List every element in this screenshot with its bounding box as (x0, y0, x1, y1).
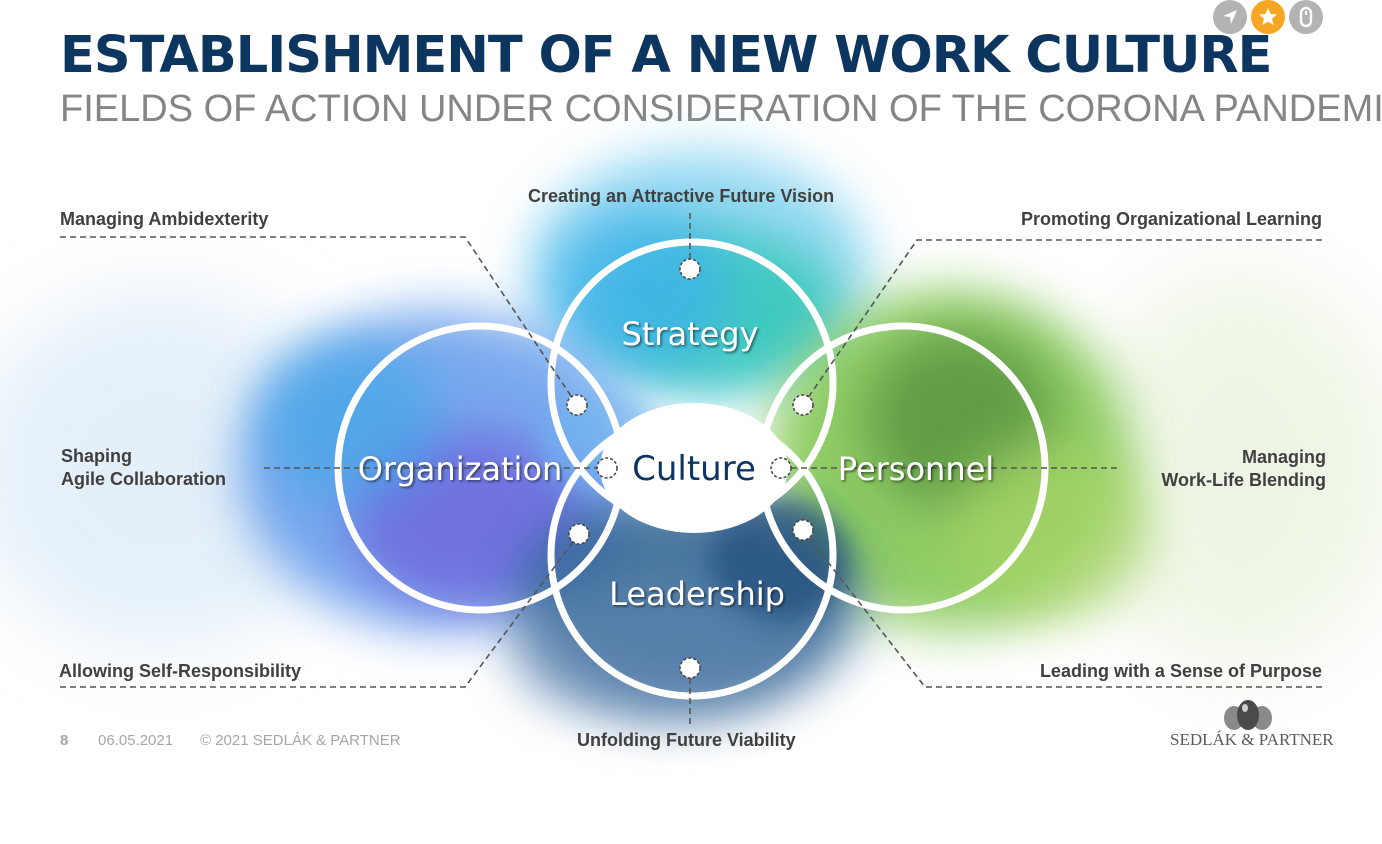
field-work-life-blending-line1: Managing (1242, 447, 1326, 467)
personnel-label: Personnel (838, 450, 994, 488)
leadership-label: Leadership (609, 575, 785, 613)
field-future-viability: Unfolding Future Viability (577, 730, 796, 750)
marker-top-right (792, 394, 814, 416)
culture-core (600, 403, 788, 533)
strategy-circle (547, 238, 837, 528)
slide-subtitle: FIELDS OF ACTION UNDER CONSIDERATION OF … (60, 88, 1382, 130)
field-markers (566, 258, 814, 679)
marker-right (770, 457, 792, 479)
field-agile-collaboration: Shaping Agile Collaboration (61, 445, 226, 491)
star-icon[interactable] (1251, 0, 1285, 34)
strategy-label: Strategy (621, 315, 758, 353)
field-sense-of-purpose: Leading with a Sense of Purpose (1039, 661, 1322, 681)
marker-bottom (679, 657, 701, 679)
culture-label: Culture (632, 449, 756, 489)
watercolor-background (0, 150, 1382, 720)
circle-outlines (334, 238, 1049, 700)
field-organizational-learning: Promoting Organizational Learning (1020, 209, 1322, 229)
organization-label: Organization (358, 450, 563, 488)
field-work-life-blending-line2: Work-Life Blending (1161, 470, 1326, 490)
leadership-circle (547, 410, 837, 700)
logo-text: SEDLÁK & PARTNER (1170, 730, 1334, 749)
marker-top-left (566, 394, 588, 416)
field-future-vision: Creating an Attractive Future Vision (528, 186, 835, 206)
field-work-life-blending: Managing Work-Life Blending (1161, 446, 1326, 492)
field-ambidexterity: Managing Ambidexterity (60, 209, 269, 229)
leader-lines (60, 213, 1322, 724)
navigate-icon[interactable] (1213, 0, 1247, 34)
footer-date: 06.05.2021 (98, 732, 174, 749)
footer-copyright: © 2021 SEDLÁK & PARTNER (200, 732, 401, 749)
marker-top (679, 258, 701, 280)
marker-left (596, 457, 618, 479)
slide-title: ESTABLISHMENT OF A NEW WORK CULTURE (60, 26, 1273, 85)
mouse-icon[interactable] (1289, 0, 1323, 34)
field-agile-collaboration-line1: Shaping (61, 446, 132, 466)
toolbar-icons (1213, 0, 1325, 36)
marker-bottom-left (568, 523, 590, 545)
marker-bottom-right (792, 519, 814, 541)
logo-mark-icon (1224, 700, 1272, 730)
field-agile-collaboration-line2: Agile Collaboration (61, 469, 227, 489)
page-number: 8 (60, 732, 69, 749)
company-logo: SEDLÁK & PARTNER (1170, 698, 1334, 752)
field-self-responsibility: Allowing Self-Responsibility (59, 661, 302, 681)
